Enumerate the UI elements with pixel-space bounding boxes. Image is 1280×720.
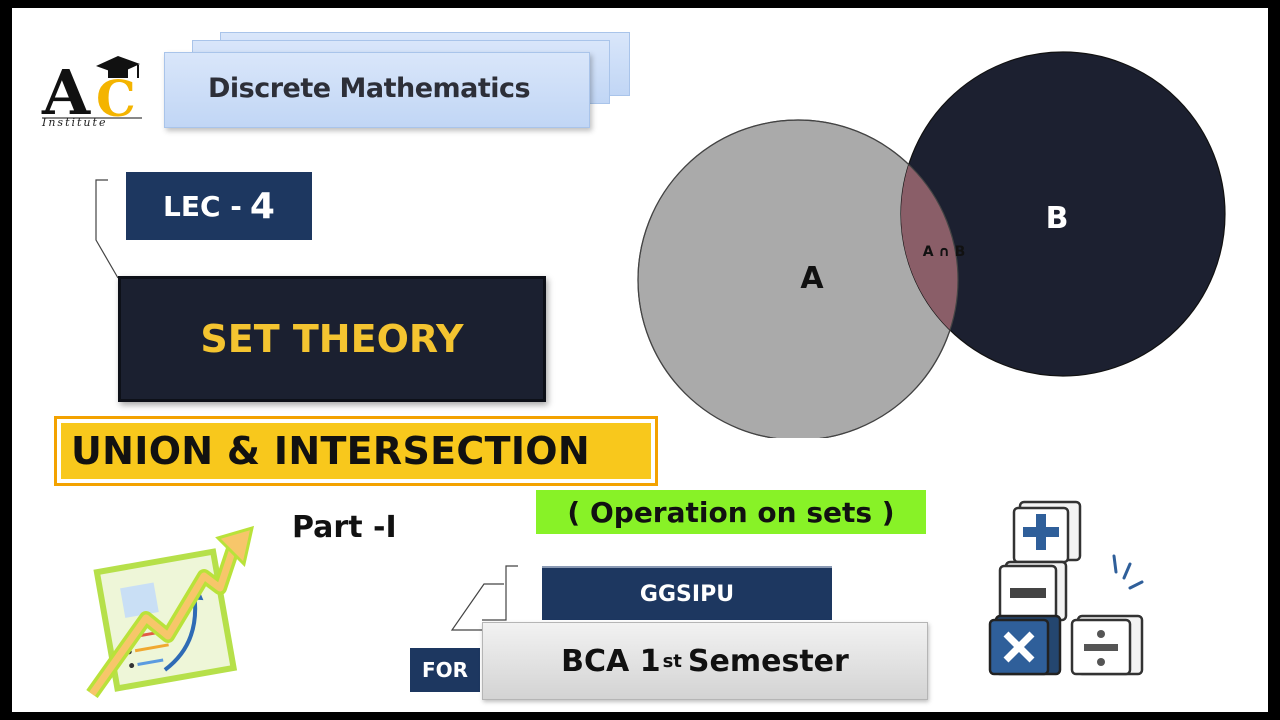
university-badge: GGSIPU [542, 566, 832, 620]
subject-title: Discrete Mathematics [208, 72, 531, 104]
minus-block [998, 560, 1068, 622]
venn-label-intersection: A ∩ B [923, 244, 966, 260]
connector-lines [95, 179, 518, 631]
venn-label-a: A [800, 261, 824, 296]
logo-letters-a: A [41, 56, 91, 129]
lecture-label: LEC - [163, 189, 242, 223]
venn-diagram: A B A ∩ B [637, 51, 1226, 438]
course-name: BCA 1 [561, 643, 661, 679]
course-superscript: st [662, 650, 682, 672]
course-rest: Semester [687, 643, 849, 679]
logo-subtitle: Institute [42, 116, 108, 129]
operation-label: ( Operation on sets ) [536, 490, 926, 534]
part-label: Part -I [292, 510, 397, 545]
lecture-badge: LEC - 4 [126, 172, 312, 240]
slide: A C Institute Discrete Mathematics LEC -… [12, 8, 1268, 712]
math-operators-blocks-icon [988, 500, 1144, 676]
growth-chart-icon [86, 525, 255, 698]
institute-logo: A C Institute [38, 34, 150, 134]
venn-label-b: B [1046, 201, 1069, 236]
topic-title: SET THEORY [118, 276, 546, 402]
banner-layer-front [164, 52, 590, 128]
subtopic-title: UNION & INTERSECTION [54, 416, 658, 486]
times-block [988, 614, 1062, 676]
plus-block [1012, 500, 1082, 564]
divide-block [1070, 614, 1144, 676]
lecture-number: 4 [249, 185, 275, 227]
for-label: FOR [410, 648, 480, 692]
